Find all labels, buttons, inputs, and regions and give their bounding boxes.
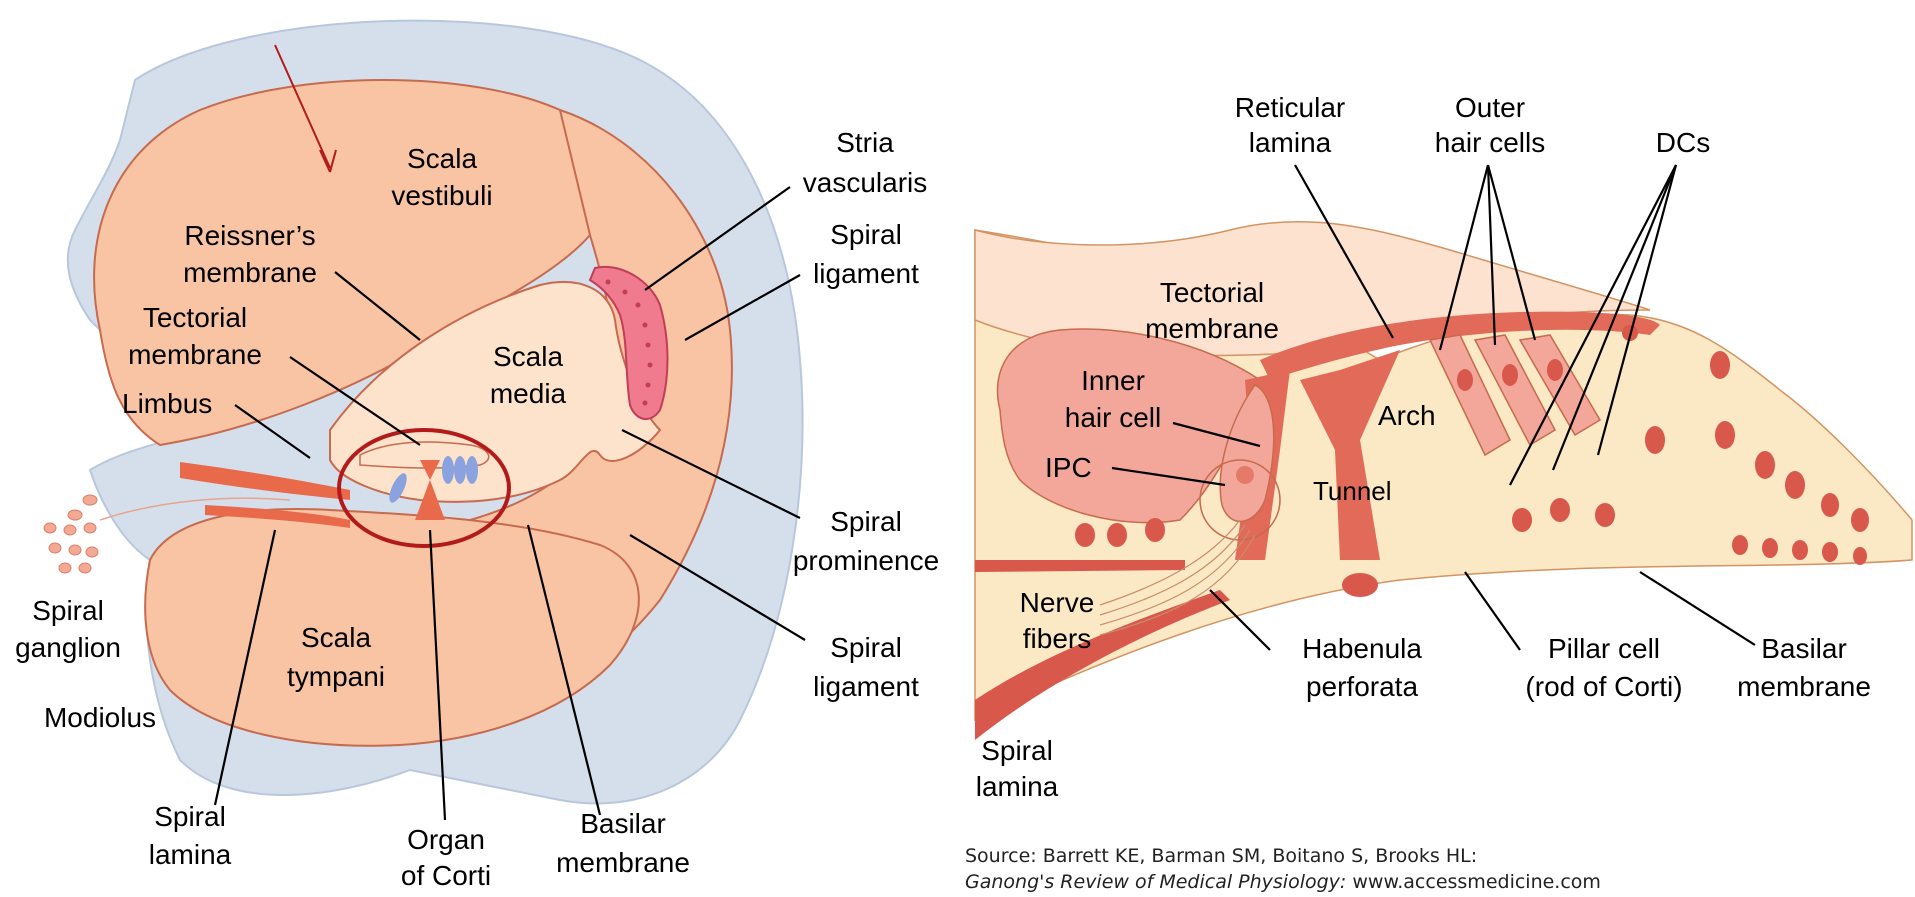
label-habenula-1: Habenula <box>1302 633 1422 664</box>
label-tectorial-left-1: Tectorial <box>143 302 247 333</box>
label-nerve-fibers-2: fibers <box>1023 623 1091 654</box>
label-arch: Arch <box>1378 400 1436 431</box>
label-ipc: IPC <box>1045 452 1092 483</box>
label-spiral-prominence-1: Spiral <box>830 506 902 537</box>
label-dcs: DCs <box>1656 127 1710 158</box>
label-scala-tympani-2: tympani <box>287 661 385 692</box>
source-url: www.accessmedicine.com <box>1346 871 1601 892</box>
label-spiral-ganglion-1: Spiral <box>32 595 104 626</box>
label-reticular-2: lamina <box>1249 127 1332 158</box>
label-nerve-fibers-1: Nerve <box>1020 587 1095 618</box>
organ-of-corti-detail: Reticular lamina Outer hair cells DCs Tect… <box>965 92 1912 892</box>
cochlea-cross-section: Scala vestibuli Reissner’s membrane Tector… <box>15 21 939 891</box>
label-tectorial-right-2: membrane <box>1145 313 1279 344</box>
label-limbus: Limbus <box>122 388 212 419</box>
label-stria-1: Stria <box>836 127 894 158</box>
label-reticular-1: Reticular <box>1235 92 1345 123</box>
label-modiolus: Modiolus <box>44 702 156 733</box>
label-spiral-ligament-bottom-2: ligament <box>813 671 919 702</box>
label-spiral-lamina-right-1: Spiral <box>981 735 1053 766</box>
spiral-ganglion-cells <box>44 495 98 573</box>
label-spiral-lamina-right-2: lamina <box>976 771 1059 802</box>
label-inner-hair-1: Inner <box>1081 365 1145 396</box>
svg-text:Pillar cell(rod of Corti): Pillar cell (rod of Corti) <box>1525 633 1682 702</box>
label-basilar-left-2: membrane <box>556 847 690 878</box>
label-scala-tympani-1: Scala <box>301 622 371 653</box>
label-outer-hair-1: Outer <box>1455 92 1525 123</box>
label-outer-hair-2: hair cells <box>1435 127 1545 158</box>
label-habenula-2: perforata <box>1306 671 1418 702</box>
label-spiral-lamina-left-2: lamina <box>149 839 232 870</box>
label-spiral-ganglion-2: ganglion <box>15 632 121 663</box>
label-spiral-ligament-top-2: ligament <box>813 258 919 289</box>
label-basilar-right-2: membrane <box>1737 671 1871 702</box>
label-reissners-2: membrane <box>183 257 317 288</box>
label-spiral-prominence-2: prominence <box>793 545 939 576</box>
label-tunnel: Tunnel <box>1313 476 1392 506</box>
label-spiral-lamina-left-1: Spiral <box>154 801 226 832</box>
label-scala-vestibuli-1: Scala <box>407 143 477 174</box>
label-inner-hair-2: hair cell <box>1065 402 1161 433</box>
label-spiral-ligament-bottom-1: Spiral <box>830 632 902 663</box>
label-scala-media-1: Scala <box>493 341 563 372</box>
source-journal: Ganong's Review of Medical Physiology: <box>965 871 1346 892</box>
label-reissners-1: Reissner’s <box>184 220 315 251</box>
label-organ-of-corti-1: Organ <box>407 824 485 855</box>
label-organ-of-corti-2: of Corti <box>401 860 491 891</box>
label-spiral-ligament-top-1: Spiral <box>830 219 902 250</box>
svg-text:Ganong's Review of Medical Phy: Ganong's Review of Medical Physiology: w… <box>965 871 1601 892</box>
label-basilar-right-1: Basilar <box>1761 633 1847 664</box>
source-line-1: Source: Barrett KE, Barman SM, Boitano S… <box>965 845 1477 867</box>
label-pillar-2: (rod of Corti) <box>1525 671 1682 702</box>
label-basilar-left-1: Basilar <box>580 808 666 839</box>
label-scala-media-2: media <box>490 378 567 409</box>
label-scala-vestibuli-2: vestibuli <box>391 180 492 211</box>
label-stria-2: vascularis <box>803 167 927 198</box>
label-tectorial-left-2: membrane <box>128 339 262 370</box>
label-tectorial-right-1: Tectorial <box>1160 277 1264 308</box>
label-pillar-1: Pillar cell <box>1548 633 1660 664</box>
